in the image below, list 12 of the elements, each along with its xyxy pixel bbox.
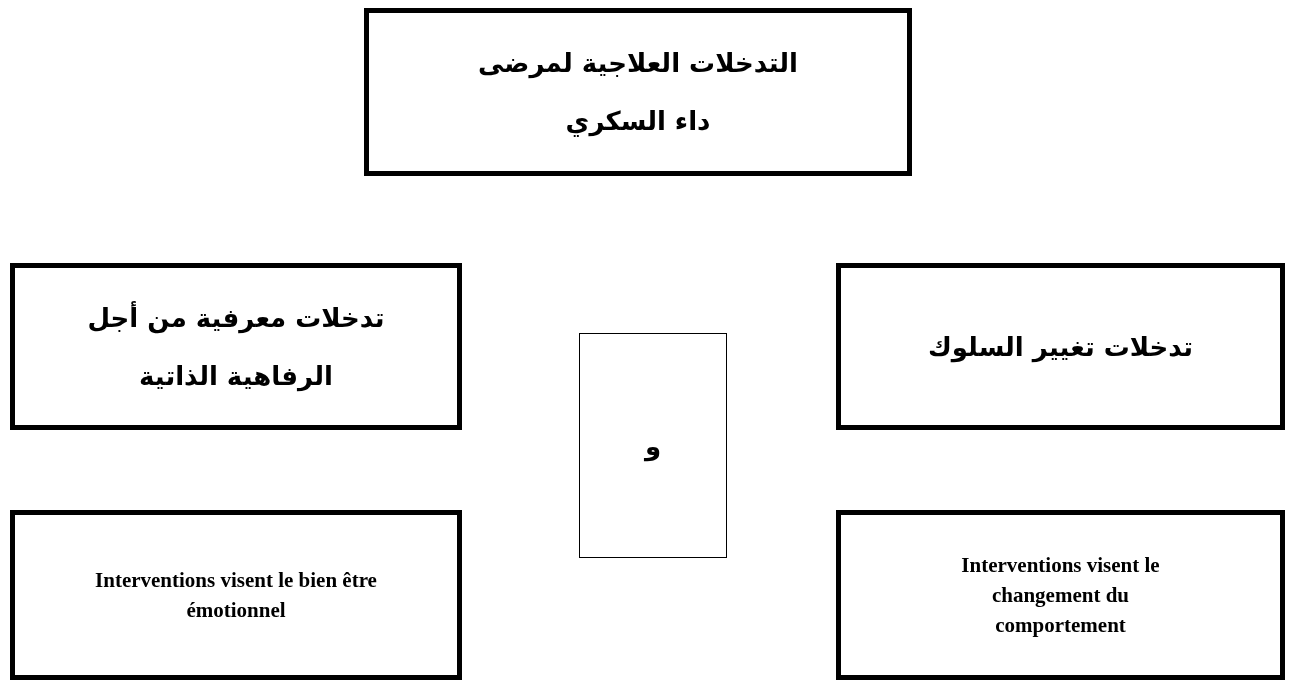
text-box: [579, 333, 727, 558]
text-box: [836, 263, 1285, 430]
box-text: Interventions visent le changement du comportement: [960, 552, 1161, 639]
text-box: [364, 8, 912, 176]
text-box: [836, 510, 1285, 680]
arabic-heading: تدخلات تغيير السلوك: [927, 330, 1194, 365]
text-box: [10, 263, 462, 430]
box-text: Interventions visent le bien être émotionnel: [94, 567, 378, 624]
arabic-heading: و: [644, 429, 662, 464]
arabic-heading: تدخلات معرفية من أجل الرفاهية الذاتية: [86, 300, 386, 394]
text-box: [10, 510, 462, 680]
arabic-heading: التدخلات العلاجية لمرضى داء السكري: [477, 47, 799, 139]
